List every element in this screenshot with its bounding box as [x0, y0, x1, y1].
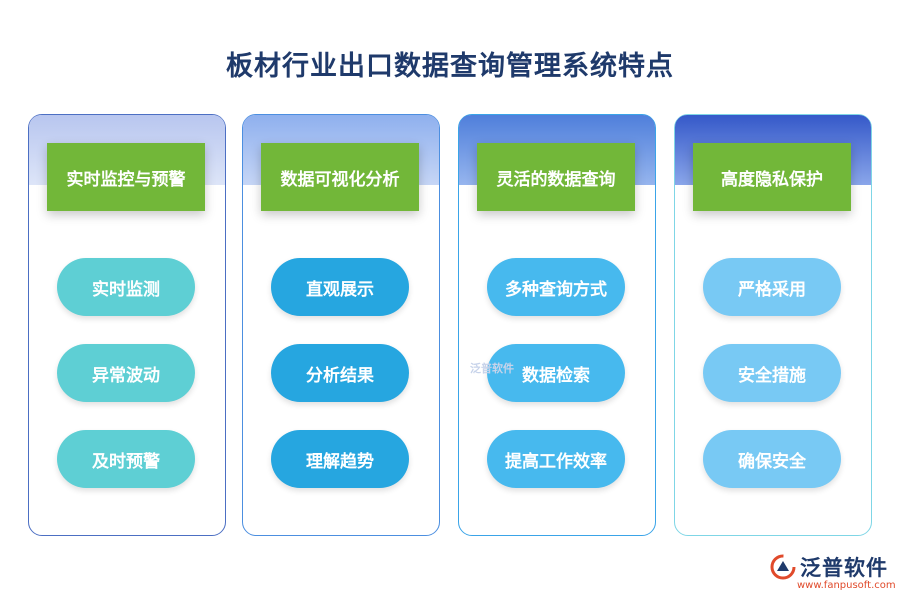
- feature-column-privacy: 高度隐私保护 严格采用 安全措施 确保安全: [674, 114, 872, 536]
- brand-logo-icon: [770, 554, 796, 580]
- feature-column-query: 灵活的数据查询 多种查询方式 数据检索 提高工作效率: [458, 114, 656, 536]
- feature-column-monitoring: 实时监控与预警 实时监测 异常波动 及时预警: [28, 114, 226, 536]
- column-header: 灵活的数据查询: [477, 143, 635, 211]
- feature-pill: 确保安全: [703, 430, 841, 488]
- feature-pill: 理解趋势: [271, 430, 409, 488]
- feature-pill: 直观展示: [271, 258, 409, 316]
- feature-pill: 数据检索: [487, 344, 625, 402]
- brand-logo: 泛普软件: [770, 552, 888, 582]
- feature-pill: 安全措施: [703, 344, 841, 402]
- feature-pill: 异常波动: [57, 344, 195, 402]
- feature-pill: 及时预警: [57, 430, 195, 488]
- column-header: 数据可视化分析: [261, 143, 419, 211]
- feature-pill: 提高工作效率: [487, 430, 625, 488]
- page-title: 板材行业出口数据查询管理系统特点: [226, 51, 674, 82]
- brand-url: www.fanpusoft.com: [797, 580, 896, 591]
- watermark: 泛普软件: [470, 362, 514, 375]
- brand-name: 泛普软件: [800, 556, 888, 580]
- column-header: 实时监控与预警: [47, 143, 205, 211]
- column-header: 高度隐私保护: [693, 143, 851, 211]
- feature-pill: 多种查询方式: [487, 258, 625, 316]
- feature-pill: 严格采用: [703, 258, 841, 316]
- feature-pill: 分析结果: [271, 344, 409, 402]
- feature-column-visualization: 数据可视化分析 直观展示 分析结果 理解趋势: [242, 114, 440, 536]
- feature-pill: 实时监测: [57, 258, 195, 316]
